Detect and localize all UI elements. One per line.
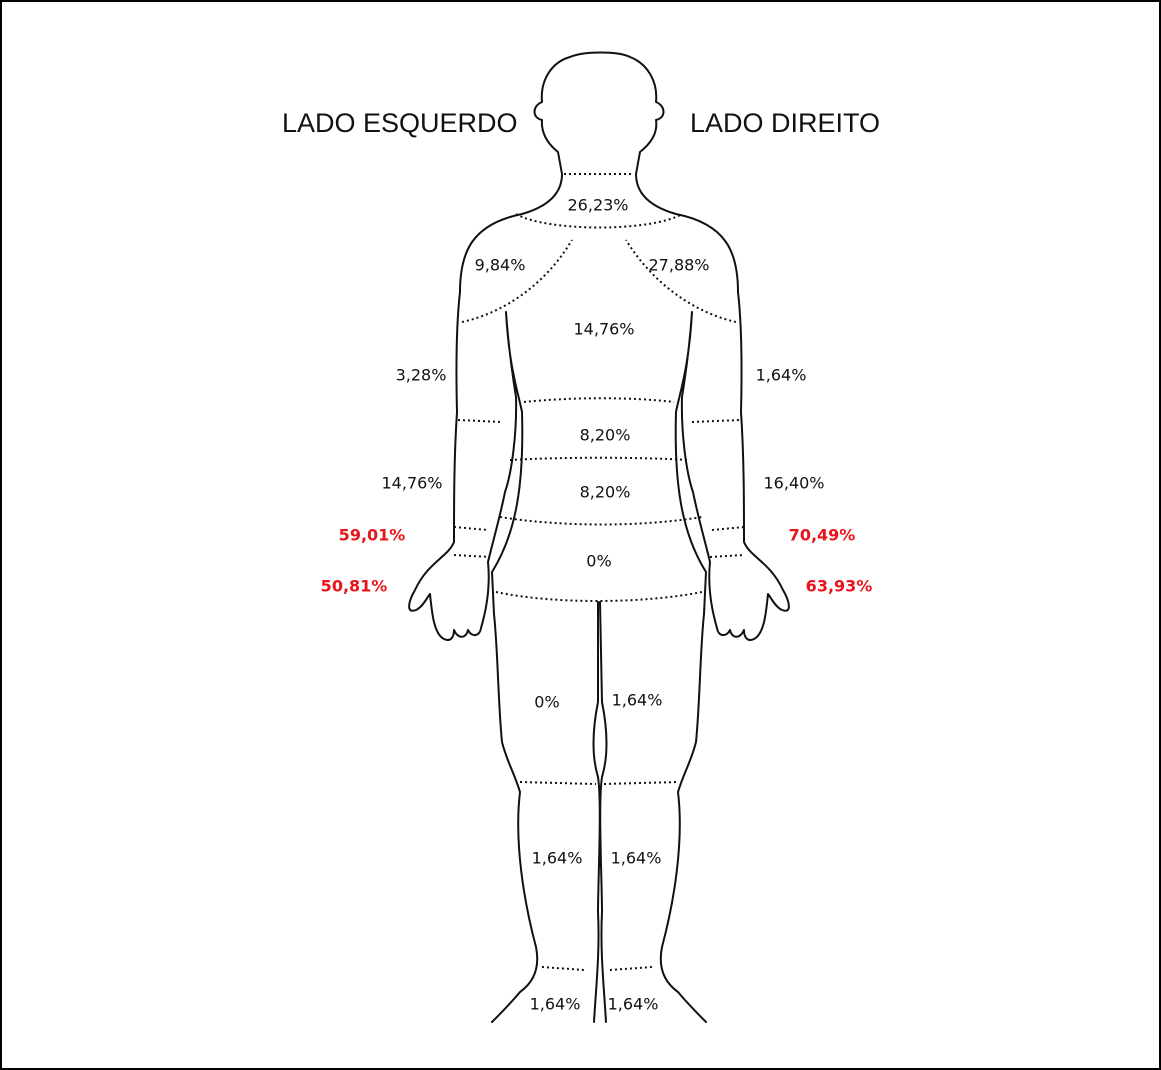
left-ankle-line xyxy=(542,967,584,970)
neck-percent: 26,23% xyxy=(567,196,628,215)
left-thigh-percent: 0% xyxy=(534,693,559,712)
right-thigh-percent: 1,64% xyxy=(612,691,663,710)
right-side-title: LADO DIREITO xyxy=(690,108,880,139)
left-shoulder-percent: 9,84% xyxy=(475,256,526,275)
hip-percent: 0% xyxy=(586,552,611,571)
inner-leg-outline xyxy=(594,602,607,1022)
right-knee-line xyxy=(604,782,678,784)
shoulder-collar-line xyxy=(516,214,682,228)
mid-back-percent: 8,20% xyxy=(580,426,631,445)
left-foot-percent: 1,64% xyxy=(530,995,581,1014)
left-wrist-percent: 59,01% xyxy=(339,526,406,545)
right-wrist-line xyxy=(712,527,744,530)
left-side-title: LADO ESQUERDO xyxy=(282,108,518,139)
lower-back-line xyxy=(500,517,702,525)
left-wrist-line xyxy=(454,527,488,530)
right-upper-arm-percent: 1,64% xyxy=(756,366,807,385)
hip-line xyxy=(496,592,702,601)
right-hand-percent: 63,93% xyxy=(806,577,873,596)
right-shoulder-percent: 27,88% xyxy=(648,256,709,275)
right-foot-percent: 1,64% xyxy=(608,995,659,1014)
left-upper-arm-percent: 3,28% xyxy=(396,366,447,385)
right-leg-percent: 1,64% xyxy=(611,849,662,868)
mid-back-line xyxy=(524,398,674,402)
waist-line xyxy=(510,458,690,460)
left-leg-percent: 1,64% xyxy=(532,849,583,868)
right-wrist-percent: 70,49% xyxy=(789,526,856,545)
head-outline xyxy=(535,53,664,175)
right-ankle-line xyxy=(610,967,652,970)
lower-back-percent: 8,20% xyxy=(580,483,631,502)
left-forearm-percent: 14,76% xyxy=(381,474,442,493)
shoulder-right-line xyxy=(626,240,736,322)
right-elbow-line xyxy=(692,420,740,422)
right-hand-line xyxy=(710,555,744,557)
left-elbow-line xyxy=(458,420,502,422)
left-hand-percent: 50,81% xyxy=(321,577,388,596)
left-knee-line xyxy=(520,782,596,784)
shoulder-left-line xyxy=(462,240,572,322)
right-forearm-percent: 16,40% xyxy=(763,474,824,493)
upper-back-percent: 14,76% xyxy=(573,320,634,339)
left-hand-line xyxy=(454,555,490,557)
